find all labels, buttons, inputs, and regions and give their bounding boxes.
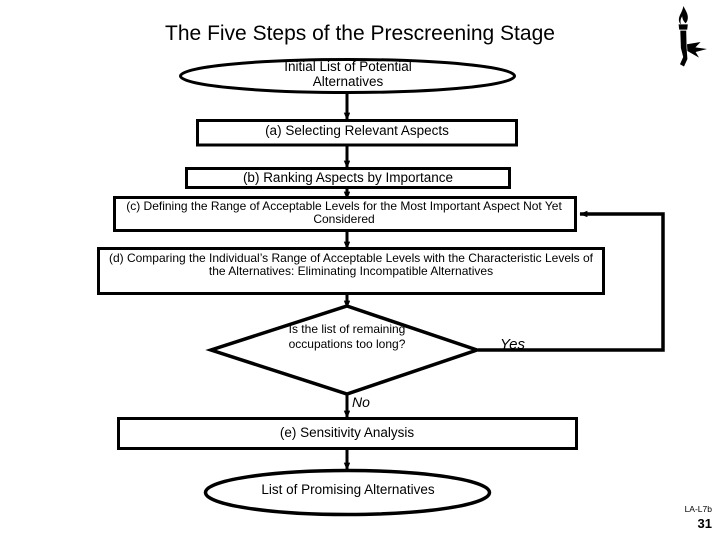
node-decision-label: Is the list of remaining occupations too… — [288, 322, 406, 352]
edge-decision-yes-to-c — [478, 210, 665, 352]
flow-connectors — [343, 92, 665, 471]
node-end-shape — [203, 468, 492, 517]
node-d-label: (d) Comparing the Individual’s Range of … — [108, 251, 594, 279]
node-decision-shape — [205, 304, 483, 396]
page-title: The Five Steps of the Prescreening Stage — [165, 22, 555, 45]
footer-page-number: 31 — [697, 516, 712, 531]
edge-label-yes: Yes — [500, 336, 526, 353]
node-a-label: (a) Selecting Relevant Aspects — [265, 123, 449, 138]
node-start-shape — [179, 58, 516, 94]
node-end-label: List of Promising Alternatives — [261, 482, 435, 497]
node-a-shape — [196, 119, 518, 147]
node-b-label: (b) Ranking Aspects by Importance — [242, 170, 454, 185]
node-c-label: (c) Defining the Range of Acceptable Lev… — [126, 199, 562, 227]
footer-code: LA-L7b — [684, 504, 712, 514]
edge-label-no: No — [352, 394, 370, 410]
node-c-shape — [113, 196, 577, 232]
torch-logo-icon — [678, 6, 707, 67]
node-start-label: Initial List of Potential Alternatives — [284, 59, 412, 90]
node-d-shape — [97, 247, 605, 295]
node-e-label: (e) Sensitivity Analysis — [279, 425, 415, 440]
node-b-shape — [185, 167, 511, 189]
node-e-shape — [117, 417, 578, 450]
